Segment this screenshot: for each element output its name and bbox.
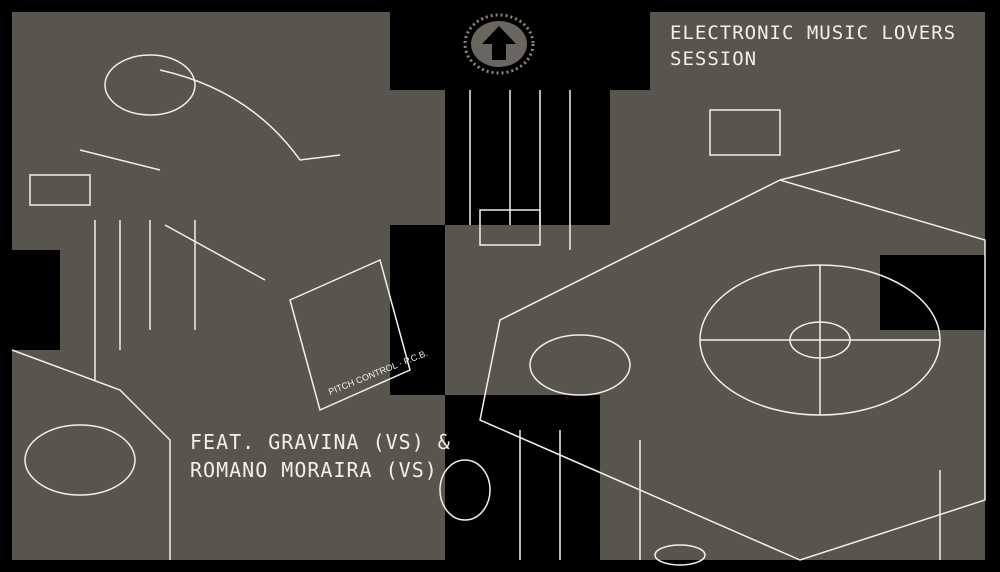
up-arrow-icon <box>463 13 535 75</box>
scroll-up-button[interactable] <box>462 12 536 76</box>
feat-line-1: FEAT. GRAVINA (VS) & <box>190 430 451 454</box>
feat-line-2: ROMANO MORAIRA (VS) <box>190 458 438 482</box>
title-line-1: ELECTRONIC MUSIC LOVERS <box>670 22 957 44</box>
gray-panel-right <box>445 12 985 560</box>
gray-panel <box>12 12 445 560</box>
event-title: ELECTRONIC MUSIC LOVERS SESSION <box>670 20 956 72</box>
title-line-2: SESSION <box>670 48 758 70</box>
diagram-lines <box>11 54 986 566</box>
featured-artists: FEAT. GRAVINA (VS) & ROMANO MORAIRA (VS) <box>190 428 451 484</box>
